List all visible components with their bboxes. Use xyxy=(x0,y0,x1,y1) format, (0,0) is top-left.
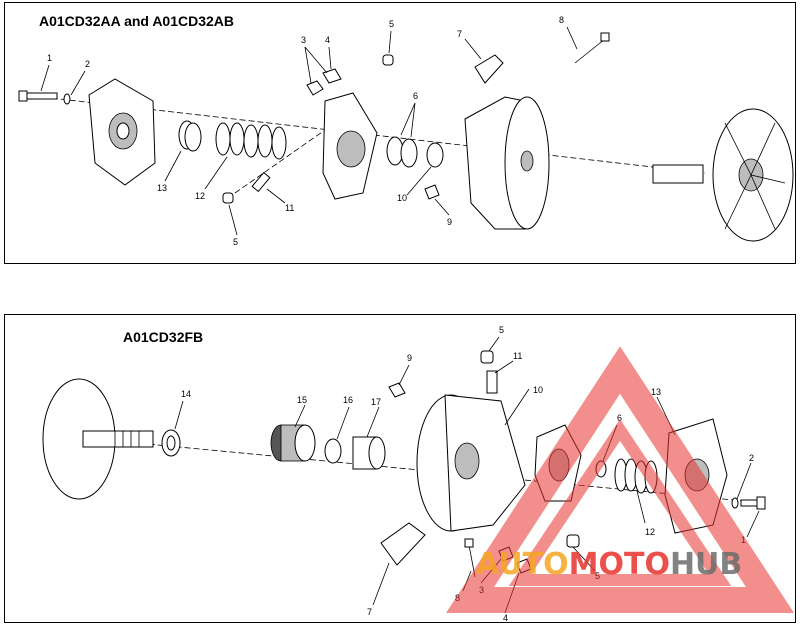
callout-13: 13 xyxy=(157,183,167,193)
callout-12: 12 xyxy=(195,191,205,201)
callout-5: 5 xyxy=(389,19,394,29)
part-nut-3-top xyxy=(306,80,324,96)
part-spider-bottom xyxy=(534,424,582,502)
part-bushing-13-top xyxy=(178,120,202,152)
part-slider-top xyxy=(474,54,504,84)
part-nut-9-top xyxy=(424,184,440,200)
callout-9: 9 xyxy=(447,217,452,227)
callout-5b: 5 xyxy=(233,237,238,247)
part-roller-5b-top xyxy=(382,54,394,66)
diagram-panel-bottom: A01CD32FB xyxy=(4,314,796,623)
part-nut-9-bottom xyxy=(388,382,406,398)
part-bushing-6-bottom xyxy=(595,460,607,478)
callout-b-6: 6 xyxy=(617,413,622,423)
callout-b-2: 2 xyxy=(749,453,754,463)
callout-b-1: 1 xyxy=(741,535,746,545)
part-pin-top xyxy=(251,171,271,193)
part-screw-8-bottom xyxy=(464,538,476,578)
part-screw-top xyxy=(574,32,610,64)
callout-4: 4 xyxy=(325,35,330,45)
part-spring-top xyxy=(215,122,287,160)
part-washer-top xyxy=(63,93,71,105)
part-bushing-6-top xyxy=(386,136,418,168)
callout-8: 8 xyxy=(559,15,564,25)
part-ring-16 xyxy=(324,438,342,464)
part-washer-14 xyxy=(161,429,181,457)
part-bearing-15 xyxy=(270,424,316,462)
callout-b-4: 4 xyxy=(503,613,508,623)
part-nut-3-bottom xyxy=(498,546,514,562)
callout-b-7: 7 xyxy=(367,607,372,617)
callout-b-12: 12 xyxy=(645,527,655,537)
callout-b-15: 15 xyxy=(297,395,307,405)
part-bushing-17 xyxy=(352,436,386,470)
part-slider-bottom xyxy=(380,522,426,566)
callout-b-3: 3 xyxy=(479,585,484,595)
panel-title-top: A01CD32AA and A01CD32AB xyxy=(39,13,235,29)
callout-10: 10 xyxy=(397,193,407,203)
part-bolt-top xyxy=(18,90,58,102)
part-bushing-10-top xyxy=(426,142,444,168)
callout-b-10: 10 xyxy=(533,385,543,395)
callout-1: 1 xyxy=(47,53,52,63)
part-cover-bottom xyxy=(664,418,728,534)
callout-b-5: 5 xyxy=(499,325,504,335)
callout-b-8: 8 xyxy=(455,593,460,603)
callout-7: 7 xyxy=(457,29,462,39)
callout-3: 3 xyxy=(301,35,306,45)
callout-6: 6 xyxy=(413,91,418,101)
panel-title-bottom: A01CD32FB xyxy=(123,329,204,345)
exploded-view-top: 1 2 3 4 5 6 7 8 13 12 11 5 10 9 xyxy=(18,15,794,247)
callout-b-14: 14 xyxy=(181,389,191,399)
part-sheave-top xyxy=(464,96,550,230)
part-nut-4-bottom xyxy=(516,558,532,574)
callout-b-11: 11 xyxy=(513,351,522,361)
part-fixed-sheave-bottom xyxy=(42,378,154,500)
exploded-view-bottom: 5 11 10 9 14 15 16 17 13 6 2 12 1 8 3 4 … xyxy=(42,325,766,623)
part-washer-2-bottom xyxy=(731,497,739,509)
callout-b-17: 17 xyxy=(371,397,381,407)
part-pin-11-bottom xyxy=(486,370,498,394)
callout-11: 11 xyxy=(285,203,294,213)
part-sheave-bottom xyxy=(416,394,526,532)
part-fixed-sheave-top xyxy=(652,108,794,242)
part-spring-bottom xyxy=(614,458,658,494)
part-roller-5b-bottom xyxy=(566,534,580,548)
callout-2: 2 xyxy=(85,59,90,69)
callout-b-16: 16 xyxy=(343,395,353,405)
part-spider-top xyxy=(322,92,378,200)
part-cover-top xyxy=(88,78,156,186)
callout-b-5b: 5 xyxy=(595,571,600,581)
callout-b-9: 9 xyxy=(407,353,412,363)
diagram-panel-top: A01CD32AA and A01CD32AB xyxy=(4,2,796,264)
callout-b-13: 13 xyxy=(651,387,661,397)
part-roller-5a-top xyxy=(222,192,234,204)
part-roller-5a-bottom xyxy=(480,350,494,364)
part-nut-4-top xyxy=(322,68,342,84)
part-bolt-1-bottom xyxy=(740,496,766,510)
